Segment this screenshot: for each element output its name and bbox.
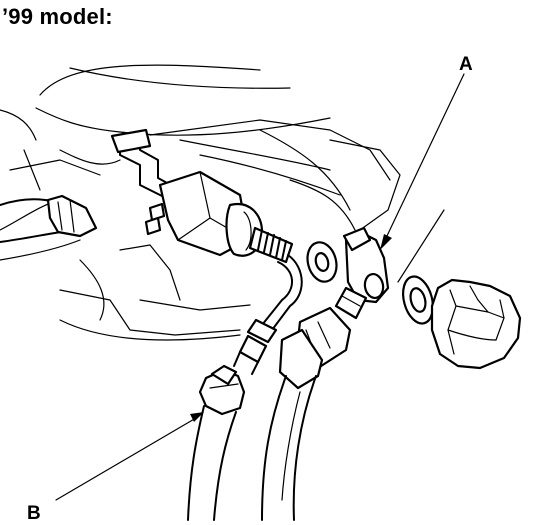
callout-a: A — [459, 54, 473, 75]
leader-line-a — [385, 73, 465, 239]
arrowhead-a — [380, 234, 392, 250]
banjo-fitting — [334, 226, 390, 320]
fuel-feed-hose — [261, 306, 352, 521]
fuel-filter-assembly — [110, 128, 264, 257]
sealing-washer-right — [402, 275, 434, 325]
leader-line-b — [55, 417, 197, 501]
upper-left-hose — [0, 194, 98, 243]
sealing-washer-left — [306, 241, 338, 283]
callout-b: B — [27, 503, 41, 524]
banjo-bolt — [430, 278, 522, 370]
arrowhead-b — [190, 412, 204, 422]
threaded-outlet — [248, 226, 294, 264]
fuel-pipe — [233, 254, 303, 375]
return-hose — [187, 364, 246, 521]
model-heading: ’99 model: — [2, 4, 113, 29]
leader-lines — [55, 73, 465, 501]
reference-line — [397, 209, 445, 283]
